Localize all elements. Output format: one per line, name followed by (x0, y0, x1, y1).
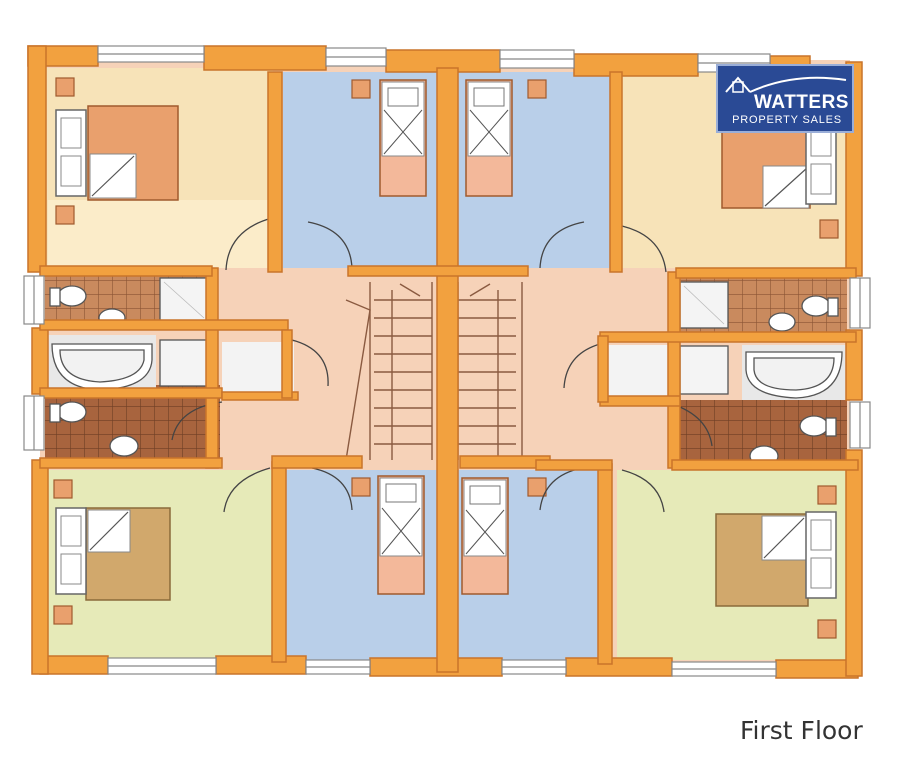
windows (23, 45, 871, 677)
staircase-left (345, 282, 433, 461)
double-bed-bottom-right (715, 511, 837, 607)
double-bed-bottom-left (55, 507, 171, 601)
shower-tray-2 (159, 339, 209, 387)
single-bed-bottom-2 (461, 477, 509, 595)
toilets (49, 285, 839, 437)
single-bed-bottom-1 (377, 475, 425, 595)
logo-name: WATTERS (754, 92, 849, 113)
double-bed-top-left (55, 105, 179, 201)
single-bed-top-1 (379, 79, 427, 197)
floor-caption: First Floor (740, 716, 863, 745)
bedroom-top-left-inner (48, 200, 268, 268)
walls (27, 45, 863, 679)
cupboard-right (597, 345, 669, 401)
watters-logo: WATTERS PROPERTY SALES (716, 64, 854, 133)
bath-left (51, 343, 153, 391)
logo-tagline: PROPERTY SALES (732, 114, 842, 126)
beds (53, 77, 839, 639)
shower-tray-4 (679, 345, 729, 395)
bath-right (745, 351, 843, 399)
house-roof-icon (725, 76, 847, 93)
single-bed-top-2 (465, 79, 513, 197)
bathroom-fixtures (49, 277, 843, 467)
